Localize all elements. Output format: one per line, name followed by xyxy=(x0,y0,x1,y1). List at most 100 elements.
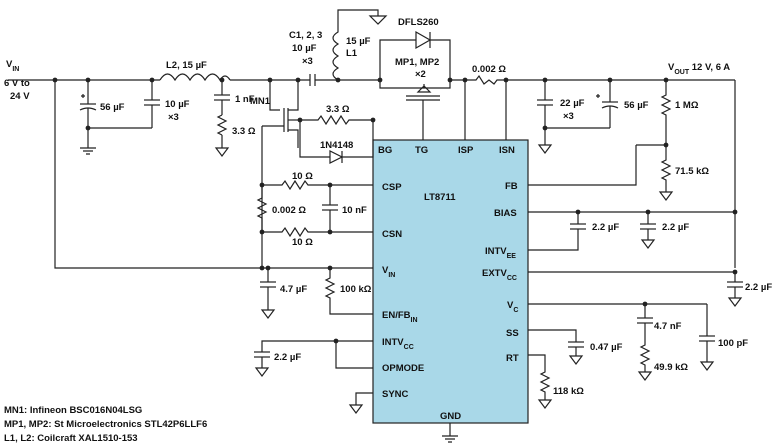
cap-out-bulk xyxy=(596,80,619,128)
note-l12: L1, L2: Coilcraft XAL1510-153 xyxy=(4,433,138,444)
cap-out-cer-label: 22 µF xyxy=(560,98,585,109)
res-1m-label: 1 MΩ xyxy=(675,100,699,111)
inductor-l1-label-a: 15 µF xyxy=(346,36,371,47)
feedback-divider xyxy=(528,80,672,192)
cap-intvcc-label: 2.2 µF xyxy=(274,352,301,363)
gnd-intvee xyxy=(640,239,656,249)
gnd-vc-a xyxy=(637,371,653,381)
gnd-vin-cap xyxy=(260,309,276,319)
gnd-l1 xyxy=(368,15,388,25)
mosfet-mn1-label: MN1 xyxy=(250,96,271,107)
cap-in-cer-x: ×3 xyxy=(168,112,179,123)
inductor-l2 xyxy=(159,73,231,82)
cap-in-bulk-label: 56 µF xyxy=(100,102,125,113)
cap-out-cer-x: ×3 xyxy=(563,111,574,122)
vout-rail xyxy=(450,74,736,268)
ic-name: LT8711 xyxy=(424,192,456,203)
inductor-l1 xyxy=(332,9,379,81)
pin-intvee: INTVEE xyxy=(485,246,516,260)
res-100k-label: 100 kΩ xyxy=(340,284,372,295)
pin-vc: VC xyxy=(507,300,518,314)
pin-csn: CSN xyxy=(382,229,402,240)
mosfet-mp12-label-a: MP1, MP2 xyxy=(395,57,439,68)
pin-bias: BIAS xyxy=(494,208,517,219)
ss-net xyxy=(528,329,584,356)
cap-intvee-b-label: 2.2 µF xyxy=(662,222,689,233)
vin-label: VIN xyxy=(6,59,19,73)
gnd-snubber xyxy=(214,147,230,157)
inductor-l1-label-b: L1 xyxy=(346,48,358,59)
mosfet-mp12 xyxy=(379,80,451,140)
pin-tg: TG xyxy=(415,145,428,156)
cap-4n7-label: 4.7 nF xyxy=(654,321,682,332)
pin-extvcc: EXTVCC xyxy=(482,268,517,282)
res-3p3-gate-label: 3.3 Ω xyxy=(326,104,350,115)
res-sense-in-label: 0.002 Ω xyxy=(272,205,306,216)
cap-c123-label-c: ×3 xyxy=(302,56,313,67)
res-118k-label: 118 kΩ xyxy=(553,386,584,397)
vin-range-1: 6 V to xyxy=(4,78,30,89)
gnd-vc-b xyxy=(699,361,715,371)
pin-en: EN/FBIN xyxy=(382,310,418,324)
rt-net xyxy=(528,354,551,400)
res-71k5-label: 71.5 kΩ xyxy=(675,166,709,177)
note-mp12: MP1, MP2: St Microelectronics STL42P6LLF… xyxy=(4,419,207,430)
res-49k9-label: 49.9 kΩ xyxy=(654,362,688,373)
res-3p3-snub-label: 3.3 Ω xyxy=(232,126,256,137)
pin-sync: SYNC xyxy=(382,389,409,400)
pin-isp: ISP xyxy=(458,145,474,156)
pin-csp: CSP xyxy=(382,182,402,193)
vc-comp xyxy=(528,303,715,372)
gate-network xyxy=(299,114,374,164)
pin-rt: RT xyxy=(506,353,519,364)
gnd-intvcc xyxy=(254,367,270,377)
pin-isn: ISN xyxy=(499,145,515,156)
cap-in-bulk xyxy=(79,80,152,148)
inductor-l2-label: L2, 15 µF xyxy=(166,60,207,71)
vin-range-2: 24 V xyxy=(10,91,30,102)
snubber xyxy=(214,80,230,148)
cap-c123-label-b: 10 µF xyxy=(292,43,317,54)
pin-gnd: GND xyxy=(440,411,461,422)
ic-body xyxy=(372,139,529,424)
res-sense-out-label: 0.002 Ω xyxy=(472,64,506,75)
cap-extvcc-label: 2.2 µF xyxy=(745,282,772,293)
vout-label: VOUT 12 V, 6 A xyxy=(668,62,730,76)
note-mn1: MN1: Infineon BSC016N04LSG xyxy=(4,405,142,416)
diode-1n4148-label: 1N4148 xyxy=(320,140,353,151)
gnd-out xyxy=(537,144,553,154)
cap-out-bulk-label: 56 µF xyxy=(624,100,649,111)
cap-1nf-label: 1 nF xyxy=(235,94,255,105)
gnd-ic xyxy=(442,435,458,443)
diode-dfls260-label: DFLS260 xyxy=(398,17,439,28)
pin-ss: SS xyxy=(506,328,519,339)
dfls-diode xyxy=(379,30,451,80)
intvcc-net xyxy=(254,340,373,369)
gnd-ss xyxy=(568,355,584,365)
gnd-sync xyxy=(348,404,364,414)
gnd-fb xyxy=(658,191,674,201)
res-10-top-label: 10 Ω xyxy=(292,171,313,182)
gnd-extvcc xyxy=(727,297,743,307)
cap-c123-label-a: C1, 2, 3 xyxy=(289,30,322,41)
cap-c123 xyxy=(309,74,380,86)
cap-10nf-label: 10 nF xyxy=(342,205,367,216)
res-10-bot-label: 10 Ω xyxy=(292,237,313,248)
pin-vin: VIN xyxy=(382,265,395,279)
pin-fb: FB xyxy=(505,181,518,192)
cap-100pf-label: 100 pF xyxy=(718,338,748,349)
current-sense-net xyxy=(256,140,373,268)
cap-in-cer-label: 10 µF xyxy=(165,99,190,110)
pin-opmode: OPMODE xyxy=(382,363,424,374)
bias-net xyxy=(528,211,743,298)
mosfet-mn1 xyxy=(262,80,299,148)
vin-wires xyxy=(8,79,373,269)
junctions xyxy=(52,77,738,344)
gnd-in-bulk xyxy=(80,147,96,155)
cap-intvee-a-label: 2.2 µF xyxy=(592,222,619,233)
gnd-rt xyxy=(537,399,553,409)
sync-net xyxy=(355,392,373,405)
cap-4p7-label: 4.7 µF xyxy=(280,284,307,295)
cap-0p47-label: 0.47 µF xyxy=(590,342,623,353)
pin-bg: BG xyxy=(378,145,392,156)
